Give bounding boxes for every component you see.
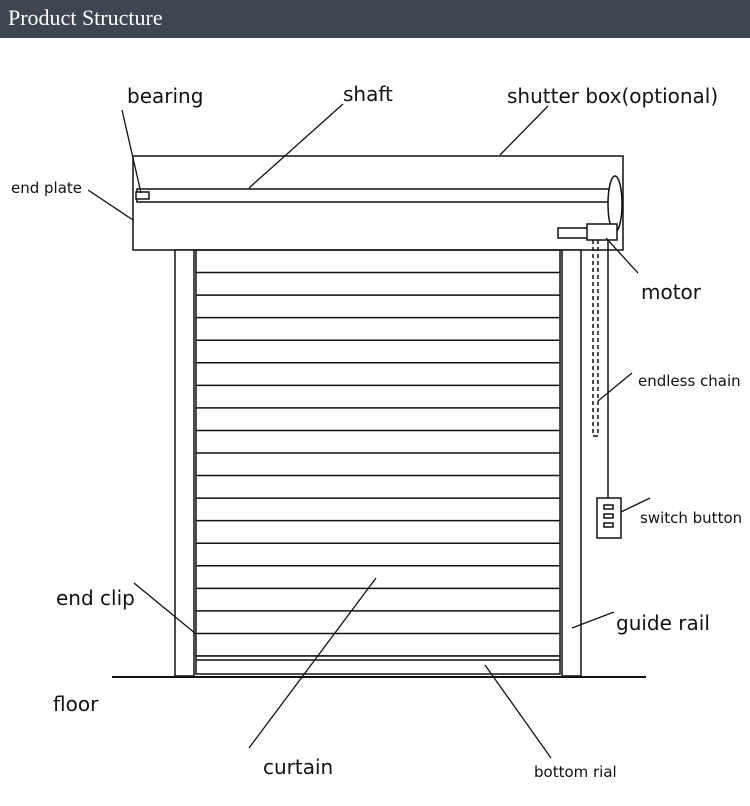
label-bearing: bearing [127, 84, 204, 108]
page-title: Product Structure [8, 5, 163, 30]
label-end-plate: end plate [11, 179, 83, 197]
label-switch-button: switch button [640, 509, 743, 527]
leader-switch-button [620, 497, 651, 513]
bearing [135, 191, 150, 200]
label-end-clip: end clip [56, 586, 135, 610]
motor-body [586, 223, 618, 241]
header-bar: Product Structure [0, 0, 750, 38]
shaft [136, 188, 616, 203]
right-guide-rail [561, 249, 582, 677]
switch-key-3 [603, 522, 614, 528]
switch-key-2 [603, 513, 614, 519]
shutter-box [132, 155, 624, 251]
leader-curtain [248, 577, 377, 749]
label-floor: floor [53, 692, 99, 716]
label-bottom-rial: bottom rial [534, 763, 617, 781]
label-motor: motor [641, 280, 702, 304]
leader-motor [605, 237, 639, 274]
curtain [195, 249, 561, 657]
leader-endless-chain [597, 372, 633, 402]
label-shaft: shaft [343, 82, 393, 106]
left-guide-rail [174, 249, 195, 677]
leader-shaft [248, 103, 344, 189]
leader-end-plate [87, 189, 134, 221]
label-curtain: curtain [263, 755, 334, 779]
leader-shutter-box [499, 105, 549, 156]
label-shutter-box: shutter box(optional) [507, 84, 719, 108]
leader-bearing [121, 109, 142, 194]
motor [557, 227, 589, 239]
label-guide-rail: guide rail [616, 611, 710, 635]
leader-end-clip [133, 582, 197, 635]
label-endless-chain: endless chain [638, 372, 741, 390]
leader-guide-rail [571, 611, 615, 629]
bottom-rail [195, 655, 561, 675]
switch-key-1 [603, 504, 614, 510]
leader-bottom-rial [484, 664, 552, 759]
